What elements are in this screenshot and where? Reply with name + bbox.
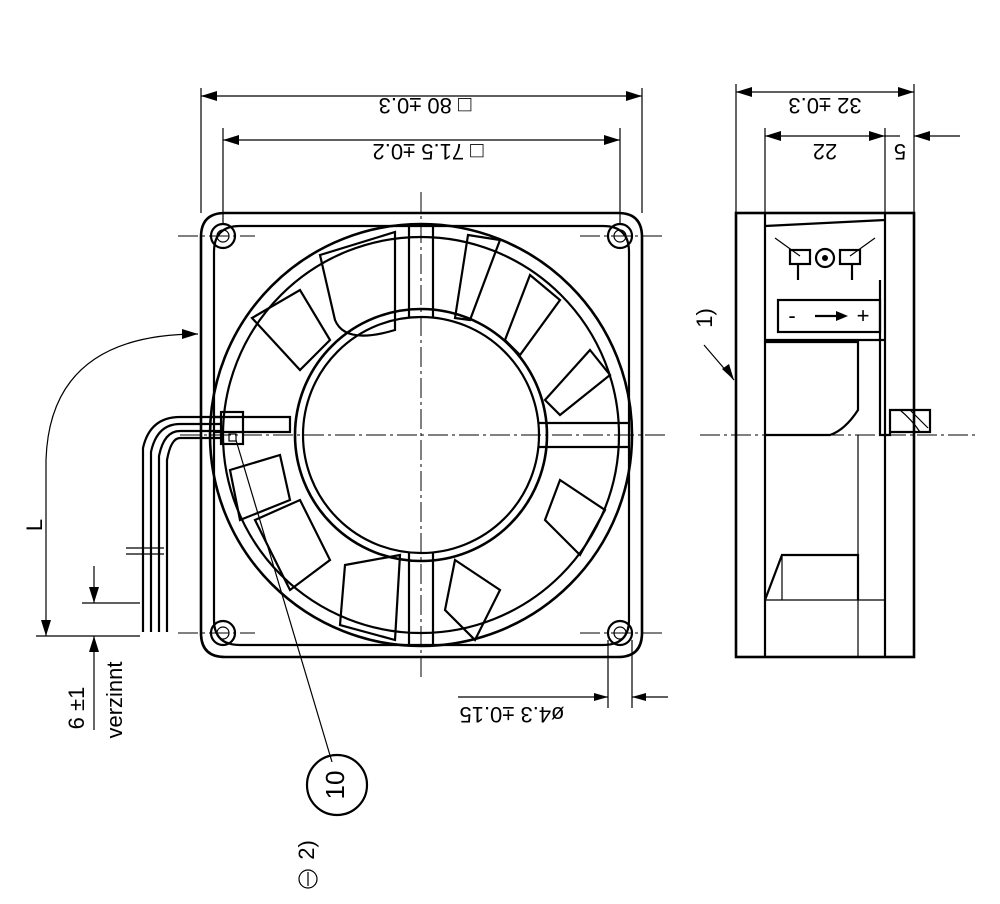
depth-offset-label: 5 [894,139,906,164]
lead-length-arc [45,333,199,636]
item-leader [235,439,333,763]
polarity-plus: + [857,303,870,328]
callouts: 10 2) [235,439,369,889]
center-lines [178,192,665,680]
fan-blades [228,230,612,642]
outer-width-label: □ 80 ±0.3 [379,93,472,118]
item-balloon [305,753,369,817]
front-dimensions: □ 80 ±0.3 □ 71.5 ±0.2 ø4.3 ±0.15 L 6 ±1 … [22,88,668,739]
strip-note-label: verzinnt [102,661,127,738]
ground-note-label: 2) [294,840,319,860]
side-dimensions: 32 ±0.3 22 5 1) [692,84,960,381]
cable-clamp [219,410,245,446]
venturi-profile-top [765,340,860,437]
hole-pitch-label: □ 71.5 ±0.2 [373,139,484,164]
fan-frame-outline [199,211,644,659]
side-view: - + [700,211,975,659]
ground-symbol-icon [298,869,318,889]
clamp-marker [228,433,237,442]
depth-inner-label: 22 [813,139,837,164]
lead-length-label: L [22,519,47,531]
depth-label: 32 ±0.3 [788,93,861,118]
item-number-label: 10 [320,771,350,800]
struts [407,226,629,645]
note-marker-1: 1) [692,308,717,328]
hole-diameter-label: ø4.3 ±0.15 [459,702,564,727]
bearing-detail [774,237,876,280]
front-view [126,192,665,680]
venturi-profile-bottom [763,553,860,601]
cable-channel [214,415,292,434]
strip-length-label: 6 ±1 [64,687,89,730]
polarity-minus: - [788,303,795,328]
cable-exit-side [878,280,932,437]
lead-wires [126,415,221,632]
